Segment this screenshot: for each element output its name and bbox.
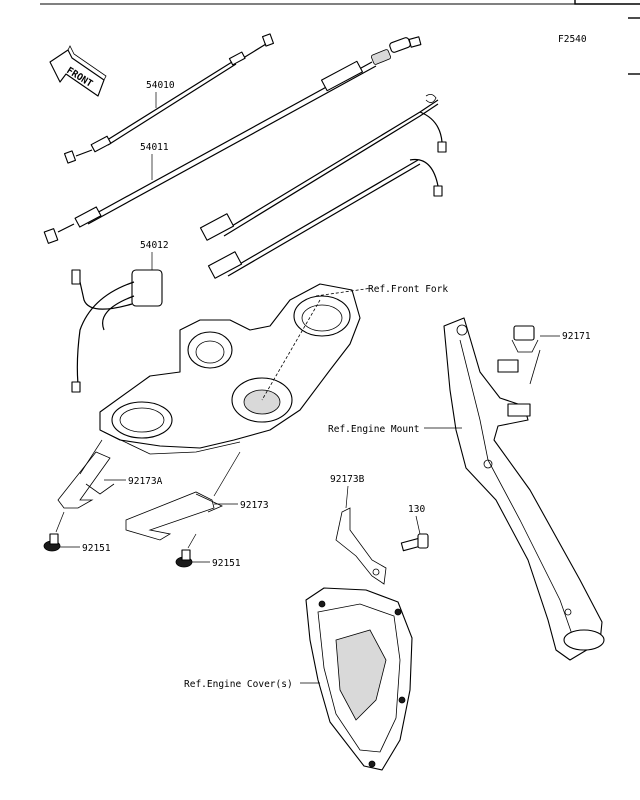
clamp-92171: [511, 325, 541, 385]
part-92151-left: 92151: [82, 543, 111, 554]
clip-92173: [125, 491, 223, 541]
part-54012: 54012: [140, 240, 169, 251]
part-130: 130: [408, 504, 425, 515]
bolt-92151-left: [43, 533, 61, 552]
ref-front-fork: Ref.Front Fork: [368, 284, 448, 295]
fork-bracket: [99, 283, 373, 455]
part-92173: 92173: [240, 500, 269, 511]
cable-54012: [71, 94, 447, 393]
front-arrow-icon: FRONT: [49, 45, 107, 97]
cable-54010: [63, 33, 275, 164]
part-54010: 54010: [146, 80, 175, 91]
part-54011: 54011: [140, 142, 169, 153]
part-92151-right: 92151: [212, 558, 241, 569]
cable-54011: [43, 36, 422, 244]
ref-engine-cover: Ref.Engine Cover(s): [184, 679, 293, 690]
figure-code: F2540: [558, 34, 587, 45]
engine-mount-bracket: [443, 317, 605, 661]
bolt-92151-right: [175, 549, 193, 568]
page-frame: [40, 0, 640, 75]
bolt-130: [400, 533, 429, 552]
part-92171: 92171: [562, 331, 591, 342]
ref-engine-mount: Ref.Engine Mount: [328, 424, 420, 435]
part-92173B: 92173B: [330, 474, 365, 485]
engine-cover: [305, 587, 413, 771]
clamp-92173B: [335, 507, 387, 585]
part-92173A: 92173A: [128, 476, 163, 487]
clip-92173A: [57, 451, 115, 509]
